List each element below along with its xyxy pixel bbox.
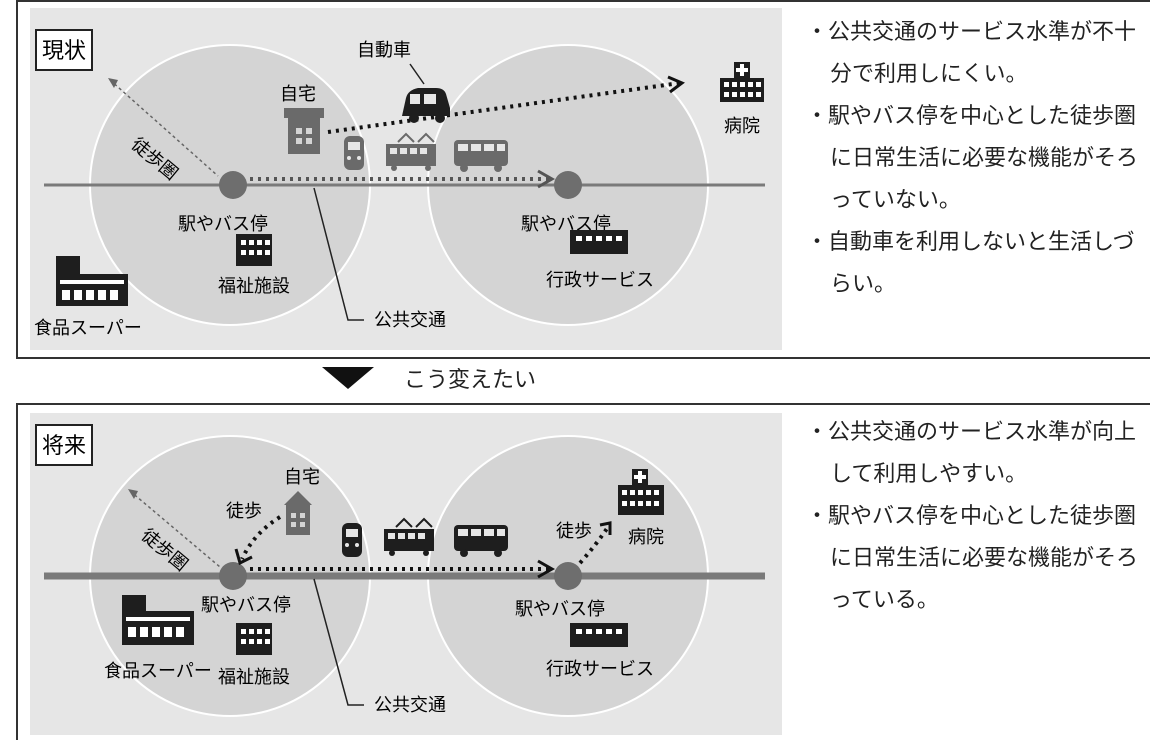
tram-icon [386, 132, 436, 171]
car-route [327, 81, 681, 134]
transit-leader-line [313, 578, 364, 706]
title-box [35, 424, 93, 466]
home-icon [284, 108, 324, 154]
future-diagram: 将来 徒歩圏 駅やバス停 駅やバス停 自宅 徒歩 [30, 413, 782, 735]
welfare-label: 福祉施設 [218, 667, 290, 688]
station-dot-right [554, 171, 582, 199]
train-icon [344, 136, 364, 170]
walk-route-left-arrowhead [234, 548, 253, 566]
home-icon [284, 491, 312, 535]
admin-service-icon [570, 230, 628, 254]
current-bullet: ・自動車を利用しないと生活しづらい。 [806, 230, 1135, 297]
panel-title: 将来 [42, 434, 86, 459]
welfare-facility-icon [236, 234, 272, 266]
future-bullet: ・駅やバス停を中心とした徒歩圏に日常生活に必要な機能がそろっている。 [806, 504, 1139, 613]
welfare-facility-icon [236, 623, 272, 655]
admin-service-icon [570, 623, 628, 647]
down-arrow-icon [322, 367, 374, 389]
station-label-right: 駅やバス停 [521, 214, 611, 235]
hospital-icon [618, 469, 664, 515]
panel-title: 現状 [42, 39, 86, 64]
current-bullet: ・駅やバス停を中心とした徒歩圏に日常生活に必要な機能がそろっていない。 [806, 104, 1139, 213]
transit-route-arrowhead [537, 559, 556, 579]
hospital-label: 病院 [724, 116, 760, 137]
walk-route-right-arrowhead [599, 521, 612, 535]
supermarket-label: 食品スーパー [34, 318, 142, 339]
transit-route-arrowhead [537, 169, 556, 189]
future-bullets: ・公共交通のサービス水準が向上して利用しやすい。 ・駅やバス停を中心とした徒歩圏… [806, 412, 1146, 622]
admin-label: 行政サービス [546, 270, 654, 291]
train-icon [342, 523, 362, 557]
current-panel [16, 0, 1150, 359]
station-dot-left [219, 171, 247, 199]
station-label-right: 駅やバス停 [515, 599, 605, 620]
car-icon [402, 88, 450, 123]
supermarket-icon [56, 256, 128, 306]
future-bullet: ・公共交通のサービス水準が向上して利用しやすい。 [806, 420, 1137, 487]
walk-radius-arrow [109, 79, 219, 177]
admin-label: 行政サービス [546, 659, 654, 680]
title-box [35, 29, 93, 71]
current-bullet: ・公共交通のサービス水準が不十分で利用しにくい。 [806, 20, 1137, 87]
walk-route-right [578, 525, 610, 565]
bus-icon [454, 140, 508, 172]
hospital-icon [720, 62, 764, 102]
station-dot-right [554, 562, 582, 590]
welfare-label: 福祉施設 [218, 276, 290, 297]
transit-label: 公共交通 [374, 695, 446, 716]
car-pointer-line [409, 63, 425, 85]
home-label: 自宅 [284, 467, 320, 488]
station-label-left: 駅やバス停 [201, 595, 291, 616]
tram-icon [384, 517, 434, 556]
walk-label-left: 徒歩 [226, 501, 262, 522]
car-route-arrowhead [667, 75, 685, 94]
transition-label: こう変えたい [404, 368, 537, 393]
hospital-label: 病院 [628, 527, 664, 548]
walk-radius-arrowhead [128, 489, 138, 499]
supermarket-label: 食品スーパー [104, 661, 212, 682]
station-label-left: 駅やバス停 [178, 214, 268, 235]
transit-leader-line [313, 187, 364, 321]
car-label: 自動車 [357, 40, 411, 61]
current-bullets: ・公共交通のサービス水準が不十分で利用しにくい。 ・駅やバス停を中心とした徒歩圏… [806, 12, 1146, 306]
future-panel [16, 403, 1150, 740]
supermarket-icon [122, 595, 194, 645]
walk-radius-arrow [129, 490, 221, 568]
station-dot-left [219, 562, 247, 590]
bus-icon [454, 525, 508, 557]
walk-radius-arrowhead [108, 78, 118, 88]
walk-label-right: 徒歩 [556, 521, 592, 542]
home-label: 自宅 [280, 84, 316, 105]
transit-label: 公共交通 [374, 310, 446, 331]
current-diagram: 現状 徒歩圏 駅やバス停 駅やバス停 自宅 自動車 病院 [30, 8, 782, 350]
transition: こう変えたい [322, 356, 536, 400]
